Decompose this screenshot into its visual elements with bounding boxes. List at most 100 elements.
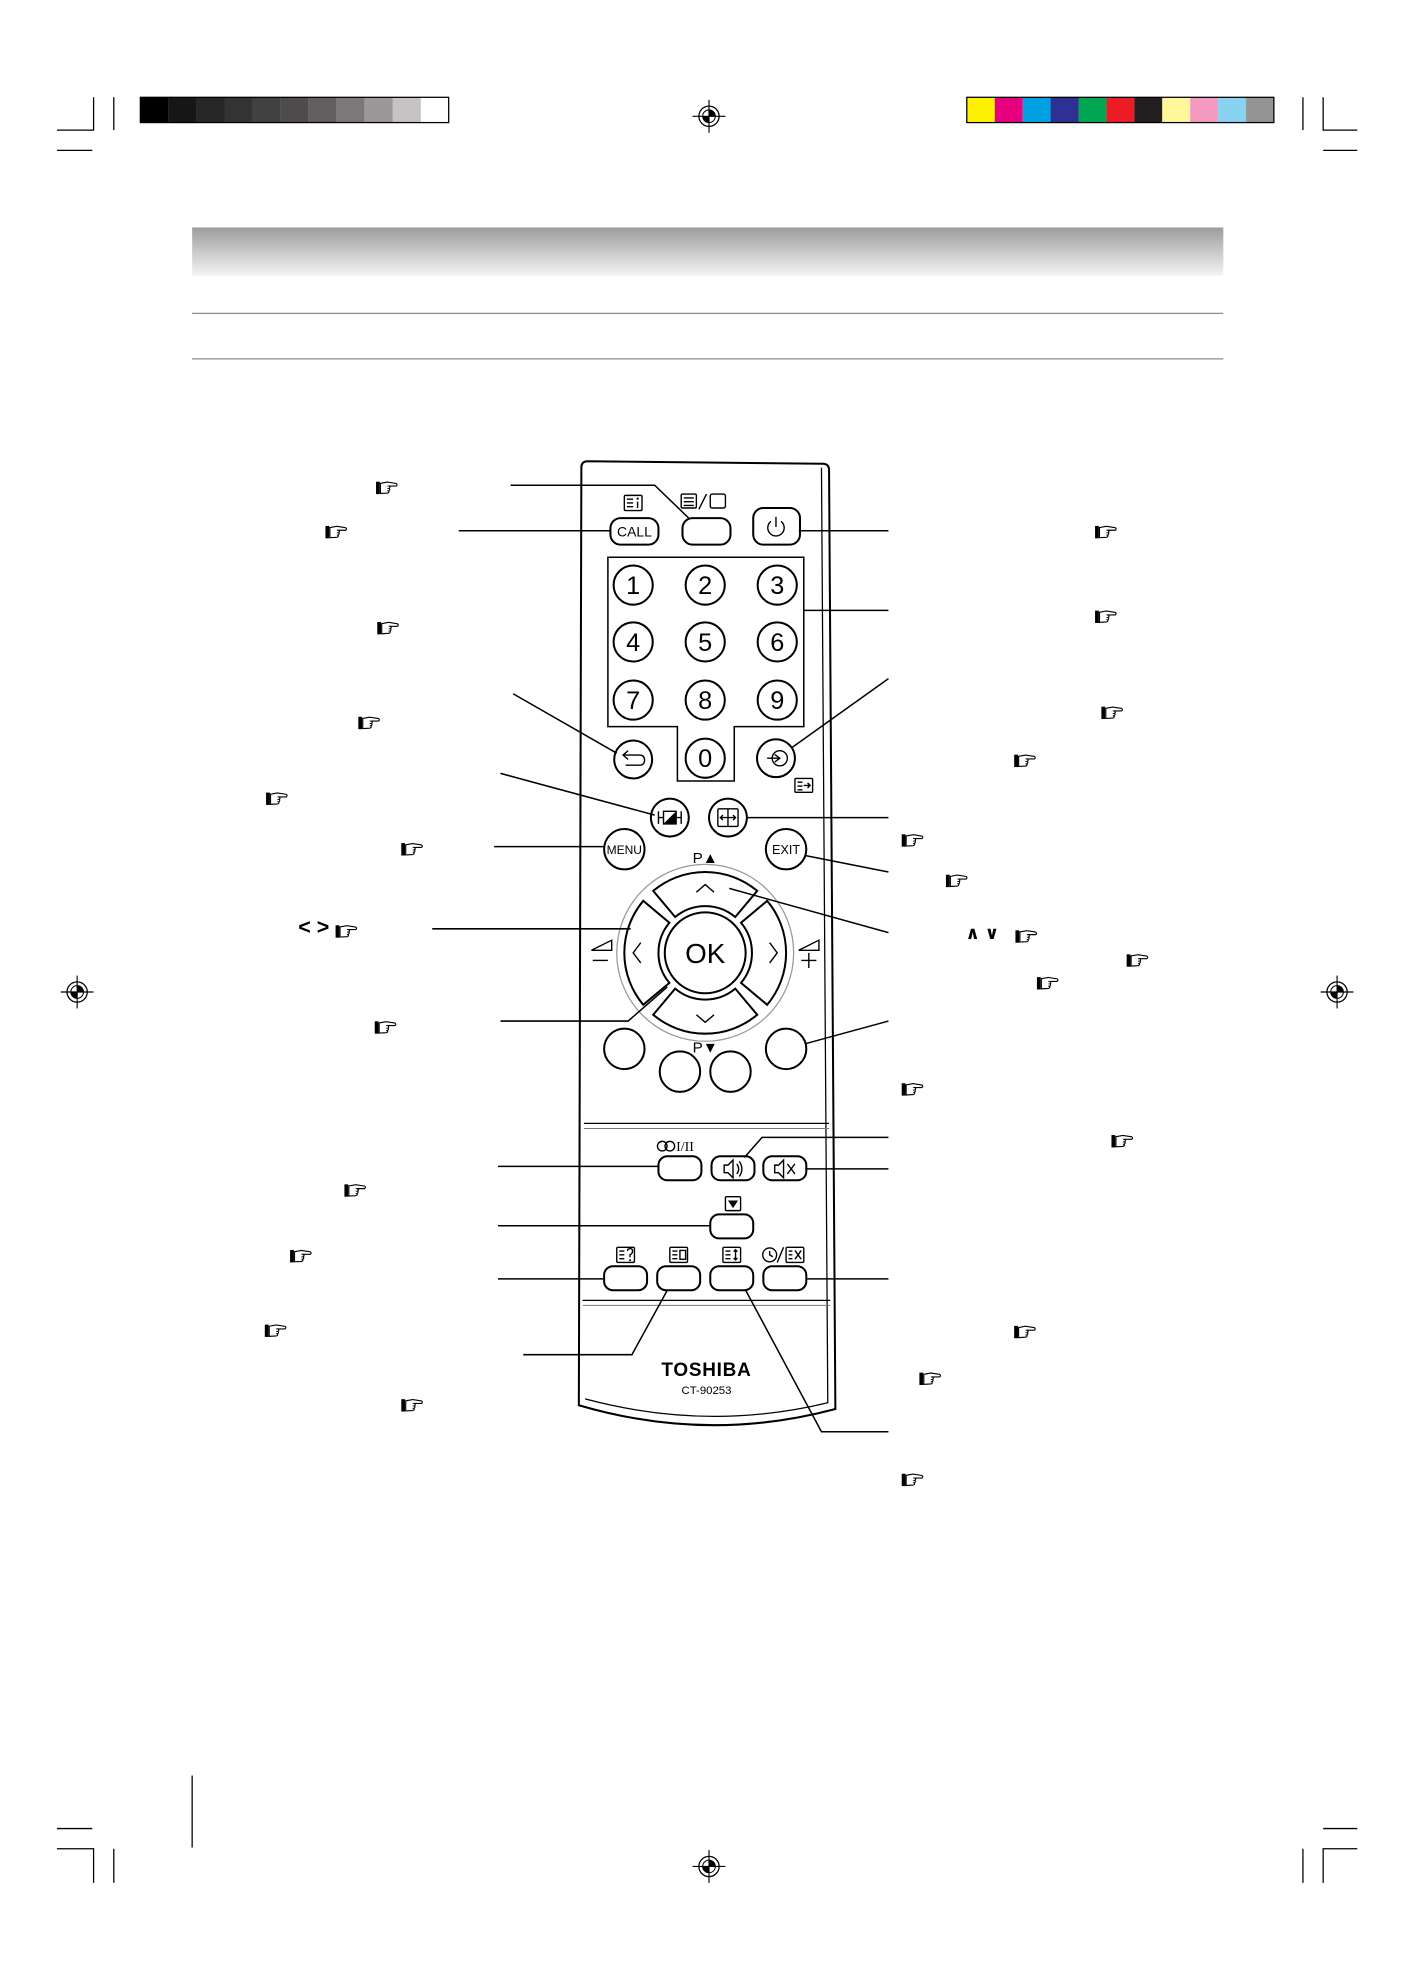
return-icon	[622, 750, 646, 766]
digit-button-5	[684, 621, 726, 663]
digit-label: 9	[770, 687, 784, 715]
page-reference-icon	[901, 1082, 924, 1097]
page-reference-icon	[901, 833, 924, 848]
swatch	[1162, 97, 1191, 123]
page-reference-icon	[400, 1398, 423, 1413]
mute-button	[762, 1155, 808, 1182]
return-button	[613, 739, 654, 780]
nav-up-button	[651, 870, 759, 919]
tv-teletext-button	[681, 517, 732, 546]
ok-button	[663, 911, 747, 995]
size-icon	[722, 1246, 742, 1264]
digit-label: 0	[698, 745, 712, 773]
leader-size	[744, 1289, 889, 1433]
chevron-up-icon	[695, 883, 715, 893]
grayscale-bar	[139, 96, 450, 124]
swatch	[308, 97, 337, 123]
brand-logo: TOSHIBA	[661, 1360, 751, 1381]
swatch	[336, 97, 365, 123]
page-reference-icon	[1013, 1325, 1036, 1339]
page-reference-icon	[1126, 953, 1149, 968]
nav-right-button	[739, 899, 788, 1007]
channel-up-label: P▲	[693, 850, 718, 867]
leader-ok	[500, 986, 668, 1022]
registration-mark-icon	[691, 1849, 727, 1884]
teletext-down-icon	[724, 1196, 742, 1212]
swatch	[1218, 97, 1247, 123]
stereo-mono-icon: I/II	[656, 1140, 694, 1155]
remote-body-edge	[584, 467, 829, 1417]
page-reference-icon	[375, 481, 398, 495]
swatch	[224, 97, 253, 123]
colour-button-green	[658, 1050, 702, 1093]
leader-subpage	[523, 1289, 668, 1356]
tv-teletext-icon	[680, 493, 727, 510]
page-reference-icon	[1014, 929, 1038, 944]
digit-label: 8	[698, 687, 712, 715]
digit-button-2	[684, 564, 726, 606]
page-reference-icon	[400, 842, 423, 857]
swatch	[1106, 97, 1135, 123]
page-reference-icon	[1013, 754, 1036, 768]
volume-down-icon	[591, 939, 613, 962]
leader-exit	[804, 854, 889, 873]
menu-button: MENU	[603, 827, 646, 871]
digit-button-9	[756, 679, 798, 721]
colour-button-yellow	[709, 1050, 752, 1093]
page-reference-icon	[343, 1183, 367, 1198]
swatch	[1134, 97, 1163, 123]
page-reference-icon	[357, 716, 380, 730]
digit-button-1	[612, 564, 654, 606]
swatch	[252, 97, 281, 123]
teletext-info-icon	[623, 494, 643, 512]
color-bar	[966, 96, 1275, 124]
page-reference-icon	[918, 1372, 942, 1386]
navigation-pad: OK	[616, 863, 795, 1042]
leader-colour-buttons	[804, 1020, 889, 1045]
swatch	[280, 97, 309, 123]
swatch	[140, 97, 169, 123]
crop-mark-bottom-left	[56, 1827, 115, 1883]
crop-mark-top-right	[1302, 97, 1358, 152]
menu-label: MENU	[607, 843, 642, 857]
stereo-mono-label: I/II	[676, 1140, 694, 1155]
call-button: CALL	[609, 517, 660, 546]
digit-button-3	[756, 564, 798, 606]
leader-sound	[743, 1136, 889, 1159]
swatch	[364, 97, 393, 123]
page-reference-icon	[289, 1249, 312, 1263]
swatch	[966, 97, 995, 123]
teletext-down-button	[709, 1213, 755, 1240]
timer-cancel-button	[762, 1265, 808, 1292]
leader-channel	[729, 887, 889, 934]
chevron-right-icon	[769, 942, 779, 964]
page-reference-icon	[1094, 610, 1117, 624]
page-reference-icon	[1094, 525, 1117, 539]
leader-input	[790, 677, 889, 749]
grayscale-bar-border	[139, 96, 450, 124]
call-label: CALL	[617, 523, 652, 539]
leader-return	[512, 693, 618, 754]
wide-icon	[717, 808, 739, 828]
teletext-input-icon	[794, 777, 814, 794]
digit-label: 3	[770, 572, 784, 600]
swatch	[168, 97, 197, 123]
sound-icon	[723, 1158, 743, 1180]
digit-button-7	[612, 679, 654, 721]
colour-button-red	[603, 1027, 646, 1071]
page-reference-icon	[324, 525, 348, 539]
chevron-down-icon	[695, 1014, 715, 1024]
crop-marks	[56, 97, 1358, 1883]
page-reference-icon	[265, 792, 288, 806]
digit-button-0	[684, 737, 726, 779]
swatch	[392, 97, 421, 123]
left-right-keys-glyph: < >	[298, 915, 329, 939]
timer-cancel-icon	[762, 1246, 805, 1264]
page-reference-icon	[1036, 976, 1059, 991]
exit-button: EXIT	[764, 827, 808, 871]
registration-mark-icon	[60, 974, 95, 1010]
number-pad: 1 2 3 4 5 6 7 8 9 0	[612, 564, 798, 779]
color-bar-border	[966, 96, 1275, 124]
subpage-button	[656, 1265, 702, 1292]
registration-mark-icon	[691, 99, 727, 134]
